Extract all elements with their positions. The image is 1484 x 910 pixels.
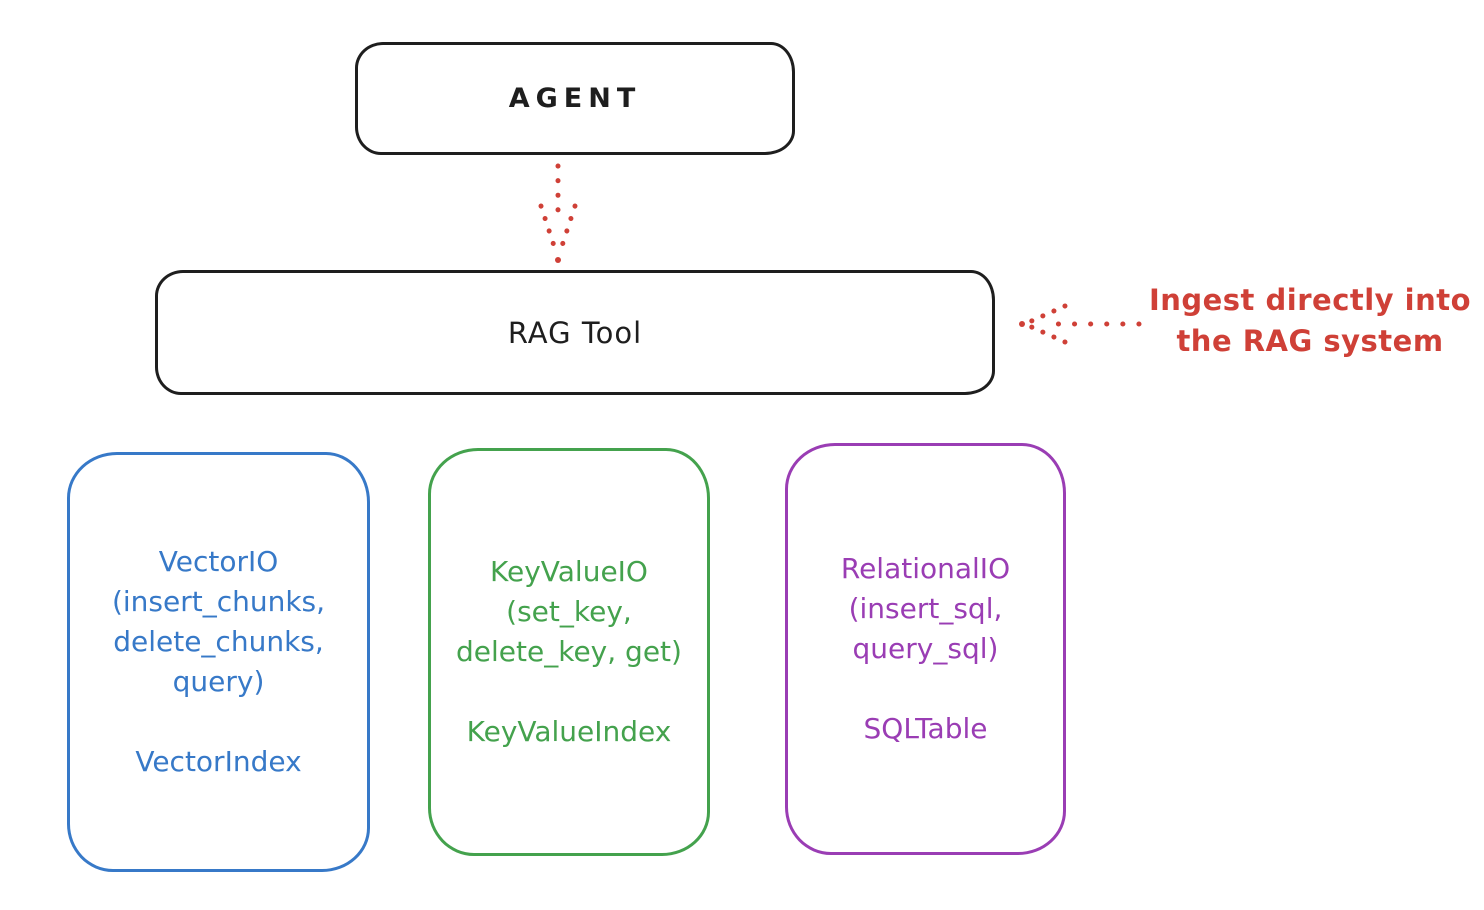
arrow-left-icon xyxy=(1019,296,1145,350)
arrow-down-icon xyxy=(528,160,588,263)
vector-io-box: VectorIO (insert_chunks, delete_chunks, … xyxy=(67,452,370,872)
io-line: query_sql) xyxy=(852,632,999,665)
keyvalue-index-label: KeyValueIndex xyxy=(466,715,672,748)
rag-tool-label: RAG Tool xyxy=(507,315,643,350)
sqltable-label: SQLTable xyxy=(863,712,988,745)
agent-box: AGENT xyxy=(355,42,795,155)
vector-io-signature: VectorIO (insert_chunks, delete_chunks, … xyxy=(112,542,325,702)
annotation-line-2: the RAG system xyxy=(1176,324,1444,358)
vector-index-label: VectorIndex xyxy=(135,745,302,778)
keyvalue-io-signature: KeyValueIO (set_key, delete_key, get) xyxy=(456,552,682,672)
io-line: KeyValueIO xyxy=(490,555,648,588)
agent-label: AGENT xyxy=(508,83,642,114)
io-line: VectorIO xyxy=(158,545,279,578)
io-line: delete_chunks, xyxy=(113,625,324,658)
io-line: query) xyxy=(172,665,265,698)
io-line: delete_key, get) xyxy=(456,635,682,668)
relational-io-signature: RelationalIO (insert_sql, query_sql) xyxy=(841,549,1010,669)
relational-io-box: RelationalIO (insert_sql, query_sql) SQL… xyxy=(785,443,1066,855)
annotation-line-1: Ingest directly into xyxy=(1148,283,1472,317)
keyvalue-io-box: KeyValueIO (set_key, delete_key, get) Ke… xyxy=(428,448,710,856)
io-line: (insert_sql, xyxy=(848,592,1003,625)
io-line: RelationalIO xyxy=(840,552,1011,585)
annotation-text: Ingest directly into the RAG system xyxy=(1140,280,1480,362)
io-line: (set_key, xyxy=(506,595,632,628)
rag-tool-box: RAG Tool xyxy=(155,270,995,395)
io-line: (insert_chunks, xyxy=(111,585,326,618)
